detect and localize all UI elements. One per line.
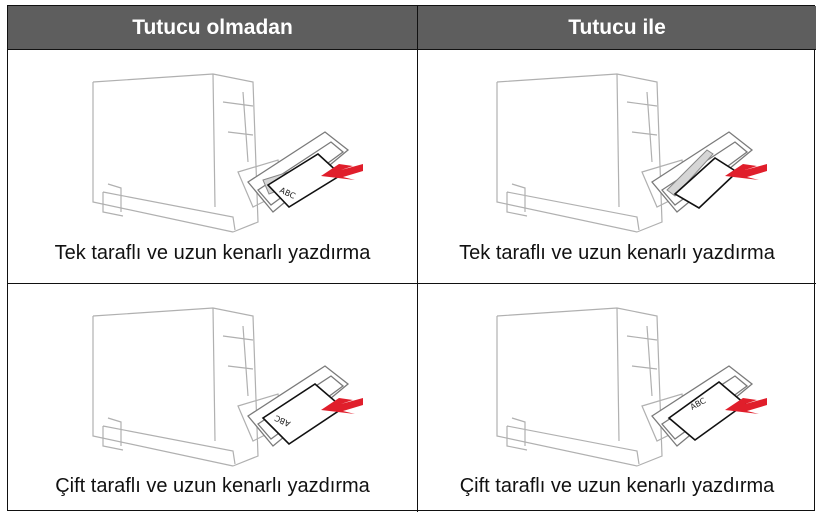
caption: Tek taraflı ve uzun kenarlı yazdırma xyxy=(459,242,775,264)
insert-arrow-icon xyxy=(320,164,363,180)
instruction-table: Tutucu olmadan Tutucu ile ABC Tek tarafl… xyxy=(7,5,816,512)
caption: Çift taraflı ve uzun kenarlı yazdırma xyxy=(55,475,370,497)
cell-double-sided-with-holder: ABC Çift taraflı ve uzun kenarlı yazdırm… xyxy=(418,284,816,512)
cell-single-sided-no-holder: ABC Tek taraflı ve uzun kenarlı yazdırma xyxy=(8,50,418,284)
column-header-with-holder: Tutucu ile xyxy=(418,6,816,50)
printer-illustration: ABC xyxy=(496,307,767,467)
caption: Tek taraflı ve uzun kenarlı yazdırma xyxy=(54,242,371,264)
insert-arrow-icon xyxy=(725,164,767,180)
insert-arrow-icon xyxy=(725,398,767,414)
caption: Çift taraflı ve uzun kenarlı yazdırma xyxy=(459,475,775,497)
printer-illustration: ABC xyxy=(91,307,363,467)
printer-illustration xyxy=(496,73,767,233)
printer-illustration: ABC xyxy=(91,73,363,233)
cell-single-sided-with-holder: Tek taraflı ve uzun kenarlı yazdırma xyxy=(418,50,816,284)
cell-double-sided-no-holder: ABC Çift taraflı ve uzun kenarlı yazdırm… xyxy=(8,284,418,512)
insert-arrow-icon xyxy=(320,398,363,414)
column-header-without-holder: Tutucu olmadan xyxy=(8,6,418,50)
